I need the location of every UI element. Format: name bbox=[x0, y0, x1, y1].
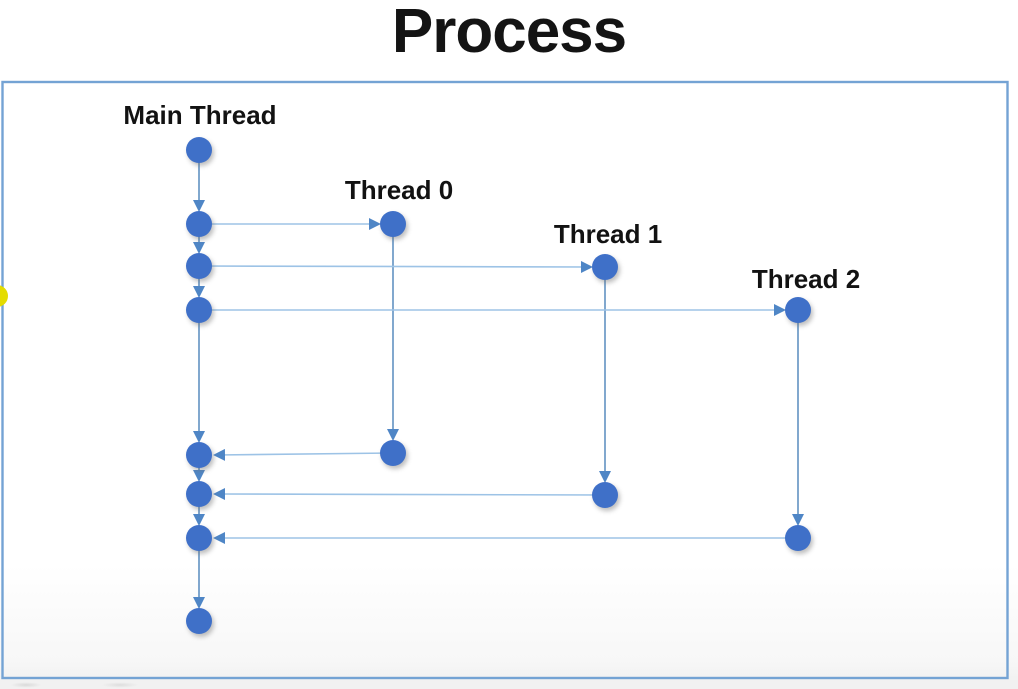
join-thread0-arrow bbox=[213, 448, 394, 461]
thread0-end-node bbox=[380, 440, 406, 466]
thread-0-label: Thread 0 bbox=[345, 175, 453, 205]
slide-frame-border bbox=[1, 80, 1009, 680]
thread2-end-node bbox=[785, 525, 811, 551]
main-node-4 bbox=[186, 297, 212, 323]
slide-bottom-strip bbox=[0, 680, 1018, 689]
thread1-start-node bbox=[592, 254, 618, 280]
main-node-6 bbox=[186, 481, 212, 507]
main-thread-label: Main Thread bbox=[123, 100, 276, 130]
main-node-2 bbox=[186, 211, 212, 237]
main-node-5 bbox=[186, 442, 212, 468]
main-node-8 bbox=[186, 608, 212, 634]
main-node-3 bbox=[186, 253, 212, 279]
yellow-pointer-marker bbox=[0, 285, 8, 307]
thread2-start-node bbox=[785, 297, 811, 323]
thread-1-label: Thread 1 bbox=[554, 219, 662, 249]
fork-thread1-arrow bbox=[198, 260, 593, 273]
slide-title: Process bbox=[391, 0, 627, 66]
join-thread1-arrow bbox=[213, 488, 606, 501]
main-node-7 bbox=[186, 525, 212, 551]
thread0-start-node bbox=[380, 211, 406, 237]
thread-2-label: Thread 2 bbox=[752, 264, 860, 294]
main-node-1 bbox=[186, 137, 212, 163]
thread1-end-node bbox=[592, 482, 618, 508]
